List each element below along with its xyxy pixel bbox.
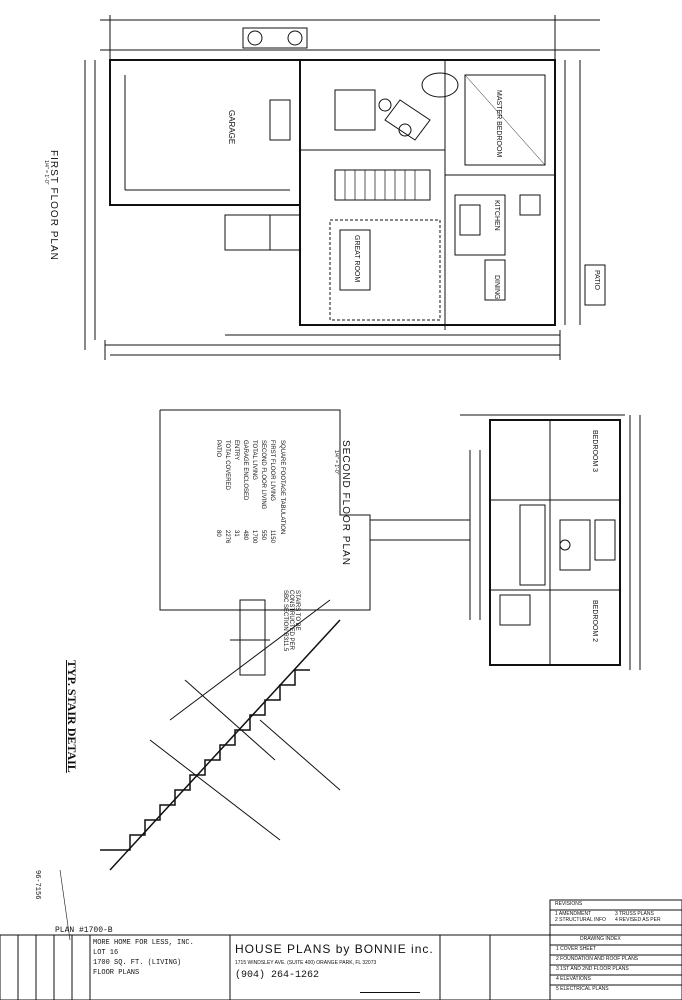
- sqft-row-label: SECOND FLOOR LIVING: [260, 440, 266, 510]
- sqft-row-label: PATIO: [215, 440, 221, 458]
- room-label-great-room: GREAT ROOM: [353, 235, 360, 283]
- sqft-row-label: ENTRY: [233, 440, 239, 461]
- room-label-master-bedroom: MASTER BEDROOM: [495, 90, 502, 158]
- architect-signature: [360, 980, 420, 993]
- sqft-row-value: 550: [260, 530, 266, 541]
- square-feet-summary: 1700 SQ. FT. (LIVING): [93, 959, 182, 967]
- sqft-heading: SQUARE FOOTAGE TABULATION: [279, 440, 285, 535]
- first-floor-plan-scale: 1/4" = 1'-0": [43, 160, 49, 185]
- room-label-dining: DINING: [493, 275, 500, 300]
- sheet-index-item: 4 ELEVATIONS: [556, 976, 591, 982]
- lot-number: LOT 16: [93, 949, 119, 957]
- room-label-kitchen: KITCHEN: [493, 200, 500, 231]
- sheet-index-item: 3 1ST AND 2ND FLOOR PLANS: [556, 966, 629, 972]
- sqft-row-value: 80: [215, 530, 221, 537]
- title-block-frame: [0, 899, 682, 1000]
- sqft-row-value: 1700: [251, 530, 257, 544]
- second-floor-plan-drawing: [460, 414, 641, 670]
- sqft-row-label: TOTAL COVERED: [224, 440, 230, 490]
- sqft-row-label: TOTAL LIVING: [251, 440, 257, 480]
- plan-number: PLAN #1700-B: [55, 926, 113, 935]
- sheet-index-heading: DRAWING INDEX: [580, 936, 621, 942]
- sheet-index-item: 2 FOUNDATION AND ROOF PLANS: [556, 956, 639, 962]
- revision-item: 2 STRUCTURAL INFO: [555, 917, 606, 923]
- firm-phone: (904) 264-1262: [235, 970, 320, 981]
- sqft-row-value: 2276: [224, 530, 230, 544]
- stair-detail-drawing: [59, 599, 341, 941]
- revisions-heading: REVISIONS: [555, 901, 583, 907]
- first-floor-plan-drawing: [84, 15, 606, 360]
- client-name: MORE HOME FOR LESS, INC.: [93, 939, 194, 947]
- square-footage-box: [159, 409, 470, 611]
- stair-detail-note: STAIRS TO BE CONSTRUCTED PER SBC SECTION…: [282, 590, 300, 652]
- sqft-row-label: GARAGE ENCLOSED: [242, 440, 248, 501]
- sqft-row-value: 480: [242, 530, 248, 541]
- room-label-patio: PATIO: [593, 270, 600, 290]
- sheet-type: FLOOR PLANS: [93, 969, 140, 977]
- sqft-row-value: 1150: [269, 530, 275, 543]
- revision-item: 4 REVISED AS PER: [615, 917, 661, 923]
- revision-item: 1 AMENDMENT: [555, 911, 592, 917]
- second-floor-plan-title: SECOND FLOOR PLAN: [340, 440, 351, 566]
- room-label-bedroom-2: BEDROOM 2: [591, 600, 598, 643]
- firm-address: 1715 WINDSLEY AVE. (SUITE 400) ORANGE PA…: [235, 960, 377, 966]
- sheet-index-item: 5 ELECTRICAL PLANS: [556, 986, 609, 992]
- room-label-bedroom-3: BEDROOM 3: [591, 430, 598, 473]
- stair-detail-title: TYP. STAIR DETAIL: [65, 660, 79, 773]
- second-floor-plan-scale: 1/4" = 1'-0": [333, 450, 339, 475]
- first-floor-plan-title: FIRST FLOOR PLAN: [48, 150, 59, 261]
- room-label-garage: GARAGE: [227, 110, 236, 145]
- sqft-row-label: FIRST FLOOR LIVING: [269, 440, 275, 501]
- drawing-number: 96-7156: [33, 870, 41, 900]
- sqft-row-value: 31: [233, 530, 239, 537]
- sheet-index-item: 1 COVER SHEET: [556, 946, 597, 952]
- firm-name: HOUSE PLANS by BONNIE inc.: [235, 942, 434, 956]
- revision-item: 3 TRUSS PLANS: [615, 911, 654, 917]
